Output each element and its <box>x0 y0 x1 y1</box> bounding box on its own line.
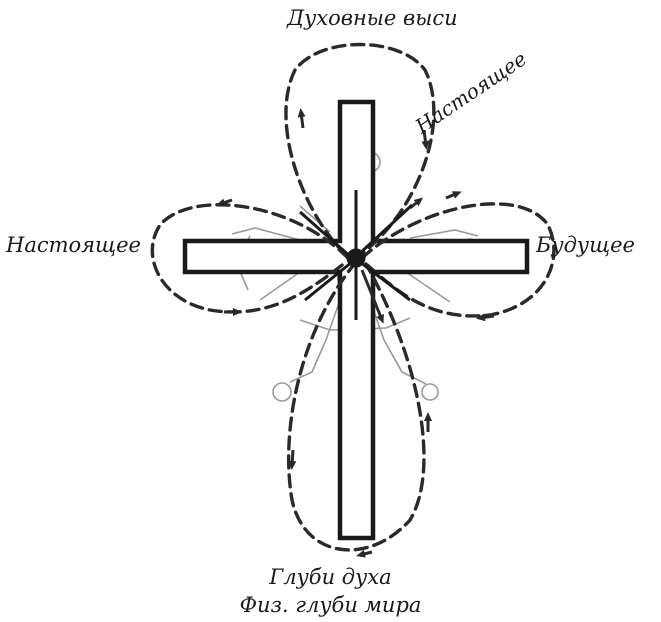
arrow-left-top <box>220 200 232 204</box>
label-depths-of-spirit: Глуби духа <box>0 567 661 588</box>
label-present-left: Настоящее <box>6 235 141 256</box>
label-physical-depths: Физ. глуби мира <box>0 595 661 616</box>
arrow-right-top <box>446 193 458 198</box>
arrow-bottom-left <box>292 450 293 466</box>
label-spiritual-heights: Духовные выси <box>287 8 458 29</box>
label-future: Будущее <box>536 235 635 256</box>
arrow-bottom-tip <box>360 552 372 555</box>
arrow-right-bottom <box>480 316 494 318</box>
arrow-top-left <box>301 112 303 128</box>
